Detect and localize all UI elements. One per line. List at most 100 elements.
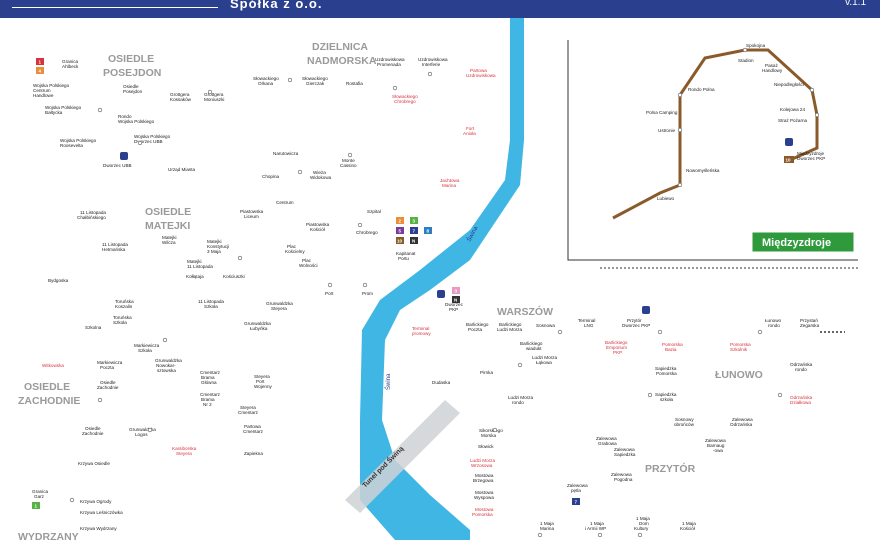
station-label: Szkolna bbox=[85, 325, 102, 330]
station-label: Sosnowa bbox=[536, 323, 555, 328]
station-label: Wojska Polskiego bbox=[134, 134, 171, 139]
station-label: Pomorska bbox=[662, 342, 683, 347]
station-label: Uzdrowiskowa bbox=[466, 73, 496, 78]
station-label: Markiewicza bbox=[134, 343, 160, 348]
district-lunowo: ŁUNOWO bbox=[715, 369, 763, 381]
district-posejdon-2: POSEJDON bbox=[103, 67, 161, 79]
station-label: Brama bbox=[201, 375, 215, 380]
station-label: Grunwaldzka bbox=[129, 427, 156, 432]
district-nadmorska-2: NADMORSKA bbox=[307, 55, 377, 67]
station-label: N bbox=[412, 239, 415, 244]
station-label: Grunwaldzka bbox=[155, 358, 182, 363]
station-label: Posejdon bbox=[123, 89, 143, 94]
district-zachodnie-2: ZACHODNIE bbox=[18, 395, 80, 407]
station-label: Pogodna bbox=[614, 477, 633, 482]
station-label: Zachodnie bbox=[82, 431, 104, 436]
station-label: Szpital bbox=[367, 209, 381, 214]
station-labels: Granica Ahlbeck Wojska Polskiego Centrum… bbox=[32, 43, 825, 531]
station-label: Urząd Miasta bbox=[168, 167, 196, 172]
station-label: Dudaska bbox=[432, 380, 451, 385]
station-label: -owa bbox=[713, 448, 723, 453]
station-label: Liceum bbox=[244, 214, 259, 219]
station-label: Sapiedzka bbox=[655, 392, 677, 397]
station-label: Ludzi Morza bbox=[497, 327, 522, 332]
station-label: Granica bbox=[32, 489, 49, 494]
station-label: Kołłątaja bbox=[186, 274, 204, 279]
station-label: Cmentarz bbox=[200, 392, 221, 397]
station-label: Widokowa bbox=[310, 175, 332, 180]
river-swina bbox=[360, 18, 524, 540]
station-label: Łąkowa bbox=[536, 360, 552, 365]
station-label: Barlickiego bbox=[466, 322, 489, 327]
district-wydrzany: WYDRZANY bbox=[18, 531, 79, 540]
station-label: Kossaków bbox=[170, 97, 192, 102]
station-label: 11 Listopada bbox=[187, 264, 213, 269]
station-label: Dworzec PKP bbox=[797, 156, 825, 161]
station-label: Kolejowa 24 bbox=[780, 107, 805, 112]
station-label: i Armii WP bbox=[585, 526, 606, 531]
station-label: Centrum bbox=[33, 88, 51, 93]
station-label: Łubyńka bbox=[250, 326, 268, 331]
station-label: Cmentarz bbox=[200, 370, 221, 375]
transit-map[interactable]: Międzyzdroje bbox=[0, 18, 880, 540]
station-label: Zalewowa bbox=[705, 438, 726, 443]
station-label: Lubiewo bbox=[657, 196, 675, 201]
station-label: Moniuszki bbox=[204, 97, 224, 102]
station-label: Pirnka bbox=[480, 370, 493, 375]
station-dots bbox=[69, 47, 820, 538]
station-label: Główna bbox=[201, 380, 217, 385]
line-east-purple bbox=[476, 340, 520, 392]
station-label: Sapiedzka bbox=[614, 452, 636, 457]
station-label: Działkowa bbox=[790, 400, 811, 405]
station-label: Zalewowa bbox=[614, 447, 635, 452]
station-label: Uzdrowiskowa bbox=[375, 57, 405, 62]
station-label: Osiedle bbox=[85, 426, 101, 431]
station-label: Logos bbox=[135, 432, 148, 437]
station-label: Słowick bbox=[478, 444, 494, 449]
station-label: Cmentarz bbox=[238, 410, 259, 415]
station-label: Zalewowa bbox=[567, 483, 588, 488]
station-label: Mostowa bbox=[475, 473, 494, 478]
station-label: 1 bbox=[35, 504, 38, 509]
line-red-2 bbox=[90, 335, 135, 410]
header-bar: Spółka z o.o. v.1.1 bbox=[0, 0, 880, 18]
station-label: promowy bbox=[412, 331, 431, 336]
station-label: 1 Maja bbox=[636, 516, 650, 521]
station-label: Terminal bbox=[412, 326, 429, 331]
district-posejdon-1: OSIEDLE bbox=[108, 53, 154, 65]
station-label: Szkoła bbox=[204, 304, 218, 309]
station-label: Barlickiego bbox=[605, 340, 628, 345]
station-label: Wojska Polskiego bbox=[33, 83, 70, 88]
station-label: Pasaż bbox=[765, 63, 778, 68]
station-label: Koszalin bbox=[115, 304, 133, 309]
station-label: Pomorska bbox=[472, 512, 493, 517]
station-label: 11 Listopada bbox=[198, 299, 224, 304]
station-label: wiadukt bbox=[526, 346, 542, 351]
station-label: Promenada bbox=[377, 62, 401, 67]
station-label: szkoła bbox=[660, 397, 673, 402]
station-label: Wrzosowa bbox=[471, 463, 493, 468]
station-label: Zalewowa bbox=[596, 436, 617, 441]
station-label: Ludzi Morza bbox=[470, 458, 495, 463]
station-label: Kościół bbox=[310, 227, 325, 232]
station-label: LNG bbox=[584, 323, 594, 328]
station-label: Mostowa bbox=[475, 507, 494, 512]
district-przytor: PRZYTÓR bbox=[645, 462, 696, 475]
station-label: Port bbox=[325, 291, 334, 296]
station-label: Wojenny bbox=[254, 384, 272, 389]
station-label: Prom bbox=[362, 291, 373, 296]
station-label: Sikorskiego bbox=[479, 428, 503, 433]
station-label: Szkolnik bbox=[730, 347, 748, 352]
station-label: Bałtycka bbox=[45, 110, 63, 115]
station-label: Piastowska bbox=[240, 209, 264, 214]
station-label: Granica bbox=[62, 59, 79, 64]
station-label: Grunwaldzka bbox=[244, 321, 271, 326]
station-label: Karsiborska bbox=[172, 446, 197, 451]
station-label: Osiedle bbox=[123, 84, 139, 89]
station-label: Pomorska bbox=[730, 342, 751, 347]
station-label: PKP bbox=[613, 350, 622, 355]
station-label: Port bbox=[256, 379, 265, 384]
station-label: Chrobrego bbox=[356, 230, 378, 235]
river-label-2: Świna bbox=[384, 373, 392, 390]
